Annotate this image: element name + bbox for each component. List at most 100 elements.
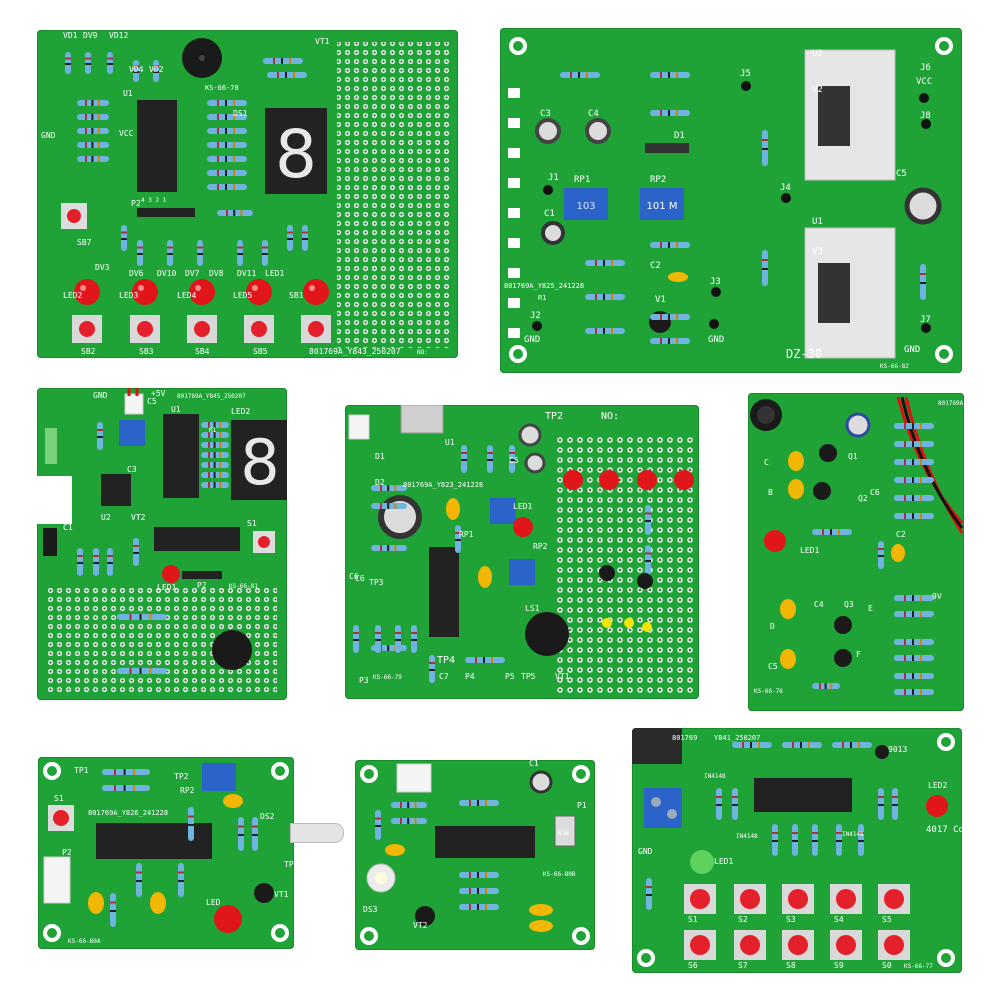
edge-pad [508, 208, 520, 218]
silk-label: LED [206, 898, 221, 907]
mount-hole [360, 927, 378, 945]
silk-label: C6 [355, 574, 365, 583]
mount-hole [572, 765, 590, 783]
resistor [77, 114, 109, 120]
resistor [461, 445, 467, 473]
resistor [217, 210, 253, 216]
ic-chip [96, 823, 212, 859]
capacitor-c1 [541, 221, 565, 245]
silk-label: +5V [151, 389, 166, 398]
keypad-button [734, 930, 766, 960]
resistor [560, 72, 600, 78]
push-button [72, 315, 102, 343]
silk-label: C1 [529, 760, 539, 768]
keypad-button [684, 884, 716, 914]
resistor [207, 128, 247, 134]
silk-label: LED4 [177, 291, 196, 300]
svg-text:101 M: 101 M [647, 201, 678, 212]
resistor [102, 785, 150, 791]
svg-text:103: 103 [576, 201, 595, 212]
resistor [832, 742, 872, 748]
resistor [178, 863, 184, 897]
led [74, 279, 100, 305]
silk-label: S7 [738, 961, 748, 970]
resistor [650, 72, 690, 78]
resistor [188, 807, 194, 841]
pcb-board-6: TP1TP2RP2S1801769A_Y826_241228DS2TP3P2LE… [38, 757, 294, 949]
silk-label: KS-66-78 [205, 84, 239, 92]
silk-label: C2 [896, 530, 906, 539]
silk-label: VT2 [413, 921, 428, 930]
capacitor-b [788, 479, 804, 499]
silk-label: B [768, 488, 773, 497]
segment-digit: 8 [240, 426, 279, 499]
resistor [650, 338, 690, 344]
silk-label: Q3 [844, 600, 854, 609]
segment-digit: 8 [275, 116, 317, 193]
resistor [645, 505, 651, 535]
board-6-graphic: TP1TP2RP2S1801769A_Y826_241228DS2TP3P2LE… [43, 762, 294, 945]
silk-label: KS-66-80A [68, 938, 101, 945]
keypad-button [878, 930, 910, 960]
silk-label: GND [904, 345, 920, 355]
silk-label: P2 [62, 848, 72, 857]
resistor [650, 242, 690, 248]
silk-label: VCC [119, 129, 134, 138]
mount-hole [271, 924, 289, 942]
silk-label: C3 [540, 109, 551, 119]
connector-p2 [43, 856, 71, 904]
silk-label: R1 [538, 294, 546, 302]
silk-label: TP3 [369, 578, 384, 587]
resistor [77, 128, 109, 134]
silk-label: TP2 [545, 411, 563, 422]
resistor [197, 240, 203, 266]
resistor [167, 240, 173, 266]
silk-label: S8 [786, 961, 796, 970]
resistor [894, 595, 934, 601]
silk-label: RP1 [459, 530, 474, 539]
push-button [130, 315, 160, 343]
capacitor [529, 904, 553, 916]
resistor [894, 495, 934, 501]
silk-label: J4 [780, 183, 791, 193]
silk-label: SB5 [253, 347, 268, 356]
silk-label: U2 [101, 513, 111, 522]
mount-hole [937, 733, 955, 751]
silk-label: SB7 [77, 238, 92, 247]
silk-label: P2 [197, 581, 207, 590]
resistor [133, 60, 139, 82]
resistor-group [353, 445, 653, 683]
seven-segment-display [231, 420, 287, 500]
silk-label: VD12 [109, 31, 128, 40]
led [132, 279, 158, 305]
silk-label: J6 [920, 63, 931, 73]
silk-label: D2 [375, 478, 385, 487]
capacitor-c5 [780, 649, 796, 669]
silk-label: DS2 [260, 812, 275, 821]
test-pin [711, 287, 721, 297]
edge-pad [508, 148, 520, 158]
silk-label: C5 [147, 397, 157, 406]
silk-label: R1 [209, 427, 217, 434]
resistor [395, 625, 401, 653]
resistor [201, 482, 229, 488]
silk-label: J5 [740, 69, 751, 79]
resistor [153, 60, 159, 82]
yellow-dot [642, 622, 652, 632]
trimmer-rp2 [202, 763, 236, 791]
silk-label: C6 [349, 572, 359, 581]
resistor [894, 655, 934, 661]
silk-label: S0 [882, 961, 892, 970]
edge-pad [508, 178, 520, 188]
resistor [201, 432, 229, 438]
silk-label: KS-66-80B [543, 871, 576, 878]
resistor [371, 545, 407, 551]
resistor [465, 657, 505, 663]
test-pin [741, 81, 751, 91]
silk-label: S2 [738, 915, 748, 924]
